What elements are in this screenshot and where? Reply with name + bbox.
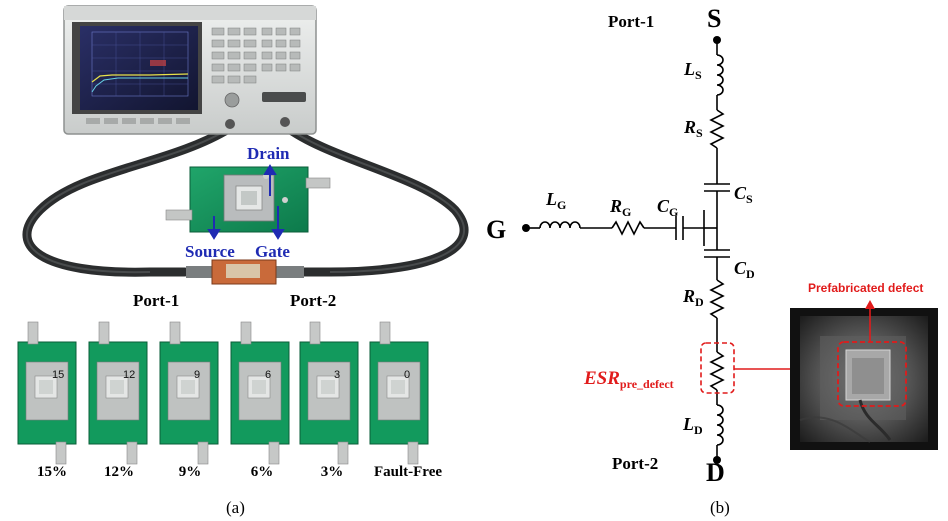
defect-highlight-box	[837, 341, 907, 407]
label-port-2-a: Port-2	[290, 291, 336, 310]
defect-label: Prefabricated defect	[808, 281, 923, 295]
inductor-ld	[716, 404, 724, 446]
sample-label: 12%	[104, 464, 134, 480]
equivalent-circuit	[526, 40, 730, 460]
vna-knob	[224, 92, 240, 108]
terminal-g-label: G	[486, 215, 506, 244]
resistor-rd	[709, 279, 725, 319]
sample-boards: 15 12 9 6 3 0	[17, 321, 429, 465]
sample-board: 15	[17, 321, 77, 465]
inductor-ls	[716, 54, 724, 96]
network-analyzer	[63, 5, 317, 135]
board-handwritten-mark: 6	[265, 369, 271, 381]
component-label: LS	[683, 59, 702, 82]
sample-label: 3%	[321, 464, 344, 480]
cable-right	[280, 121, 469, 277]
component-label: CD	[734, 258, 755, 281]
sample-label: 15%	[37, 464, 67, 480]
resistor-rg	[611, 220, 645, 236]
sample-board: 3	[299, 321, 359, 465]
component-label: CS	[734, 183, 753, 206]
sample-labels: 15% 12% 9% 6% 3% Fault-Free	[37, 464, 442, 480]
component-label: CG	[657, 196, 678, 219]
test-fixture	[186, 259, 304, 285]
resistor-rs	[709, 109, 725, 149]
label-port-1-a: Port-1	[133, 291, 179, 310]
label-port-1-b: Port-1	[608, 12, 654, 31]
sample-label: Fault-Free	[374, 464, 442, 480]
label-source: Source	[185, 242, 235, 261]
resistor-esr	[709, 351, 725, 391]
sample-label: 6%	[251, 464, 274, 480]
component-label: RD	[682, 286, 704, 309]
component-labels: LS RS CS LG RG CG CD RD LD	[545, 59, 755, 437]
label-gate: Gate	[255, 242, 290, 261]
xray-image	[790, 300, 938, 450]
sample-board: 6	[230, 321, 290, 465]
component-label: LG	[545, 189, 566, 212]
label-drain: Drain	[247, 144, 290, 163]
panel-a-photo: 15 12 9 6 3 0	[17, 5, 469, 465]
esr-label: ESRpre_defect	[583, 368, 674, 391]
terminal-s-label: S	[707, 4, 721, 33]
board-handwritten-mark: 3	[334, 369, 340, 381]
caption-a: (a)	[226, 498, 245, 517]
caption-b: (b)	[710, 498, 730, 517]
board-handwritten-mark: 12	[123, 369, 135, 381]
sample-label: 9%	[179, 464, 202, 480]
esr-highlight-box	[700, 342, 735, 394]
terminal-dot-d	[713, 456, 721, 464]
label-port-2-b: Port-2	[612, 454, 658, 473]
sample-board: 9	[159, 321, 219, 465]
component-label: RS	[683, 117, 703, 140]
device-board	[165, 166, 331, 233]
board-handwritten-mark: 9	[194, 369, 200, 381]
terminal-dot-g	[522, 224, 530, 232]
sample-board: 12	[88, 321, 148, 465]
vna-port-2-connector	[280, 117, 290, 127]
inductor-lg	[539, 221, 581, 229]
vna-screen	[80, 26, 198, 110]
sample-board: 0	[369, 321, 429, 465]
board-handwritten-mark: 15	[52, 369, 64, 381]
board-handwritten-mark: 0	[404, 369, 410, 381]
component-label: LD	[682, 414, 703, 437]
terminal-d-label: D	[706, 458, 725, 487]
terminal-dot-s	[713, 36, 721, 44]
annotation-arrows	[207, 164, 285, 240]
vna-port-1-connector	[225, 119, 235, 129]
component-label: RG	[609, 196, 631, 219]
